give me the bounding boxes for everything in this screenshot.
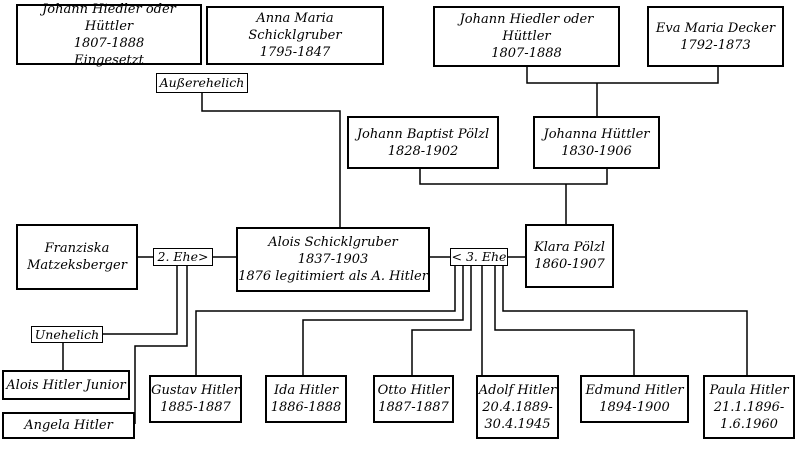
person-name: Klara Pölzl (534, 240, 605, 255)
person-name: Johanna Hüttler (543, 126, 650, 142)
line-marriage3-ida (302, 266, 464, 375)
person-adolf-hitler: Adolf Hitler 20.4.1889- 30.4.1945 (476, 375, 559, 439)
person-name: Anna Maria Schicklgruber (248, 11, 342, 43)
line-marriage3-paula (502, 266, 748, 375)
person-ida-hitler: Ida Hitler 1886-1888 (265, 375, 347, 423)
person-franziska-matzeksberger: Franziska Matzeksberger (16, 224, 138, 290)
person-birth: 20.4.1889- (482, 399, 553, 415)
person-dates: 1886-1888 (270, 400, 342, 415)
person-name: Angela Hitler (24, 418, 113, 433)
line-marriage3-edmund (494, 266, 635, 375)
person-name: Johann Hiedler oder Hüttler (459, 12, 594, 44)
person-dates: 1885-1887 (160, 400, 231, 415)
person-edmund-hitler: Edmund Hitler 1894-1900 (580, 375, 689, 423)
person-gustav-hitler: Gustav Hitler 1885-1887 (149, 375, 242, 423)
person-note: Eingesetzt (74, 52, 144, 68)
person-name: Alois Hitler Junior (6, 377, 126, 393)
line-hiedler-decker-couple (526, 67, 719, 84)
relation-zweite-ehe: 2. Ehe> (153, 248, 213, 266)
person-name: Otto Hitler (377, 383, 450, 398)
person-dates: 1807-1888 (491, 46, 562, 61)
person-name: Eva Maria Decker (655, 20, 776, 36)
person-johann-baptist-poelzl: Johann Baptist Pölzl 1828-1902 (347, 116, 499, 169)
person-alois-schicklgruber: Alois Schicklgruber 1837-1903 1876 legit… (236, 227, 430, 292)
relation-dritte-ehe: < 3. Ehe (450, 248, 508, 266)
line-marriage2-unehelich (103, 266, 178, 335)
person-dates: 1795-1847 (259, 45, 331, 60)
person-name: Adolf Hitler (478, 382, 557, 398)
line-marriage3-otto (411, 266, 472, 375)
person-death: 1.6.1960 (720, 416, 778, 432)
person-name: Alois Schicklgruber (268, 235, 398, 250)
person-dates: 1828-1902 (387, 143, 459, 159)
line-marriage3-gustav (195, 266, 456, 375)
person-johanna-huettler: Johanna Hüttler 1830-1906 (533, 116, 660, 169)
line-marriage2-angela (134, 266, 188, 424)
person-johann-hiedler-1: Johann Hiedler oder Hüttler 1807-1888 Ei… (16, 1, 202, 68)
person-birth: 21.1.1896- (713, 399, 785, 415)
person-johann-hiedler-2: Johann Hiedler oder Hüttler 1807-1888 (433, 6, 620, 67)
person-death: 30.4.1945 (484, 416, 551, 432)
person-alois-hitler-junior: Alois Hitler Junior (2, 370, 130, 400)
person-dates: 1807-1888 (73, 35, 145, 51)
person-dates: 1860-1907 (534, 257, 605, 272)
person-dates: 1887-1887 (378, 400, 449, 415)
person-name: Johann Hiedler oder Hüttler (42, 1, 176, 34)
person-dates: 1837-1903 (297, 252, 369, 267)
person-anna-maria-schicklgruber: Anna Maria Schicklgruber 1795-1847 (206, 6, 384, 65)
person-eva-maria-decker: Eva Maria Decker 1792-1873 (647, 6, 784, 67)
person-klara-poelzl: Klara Pölzl 1860-1907 (525, 224, 614, 288)
person-angela-hitler: Angela Hitler (2, 412, 135, 439)
person-note: 1876 legitimiert als A. Hitler (238, 269, 428, 284)
person-name: Paula Hitler (709, 382, 789, 398)
line-ausserehelich-alois (201, 84, 341, 227)
relation-ausserehelich: Außerehelich (156, 73, 248, 93)
person-name: Edmund Hitler (585, 383, 684, 398)
person-name: Ida Hitler (273, 383, 339, 398)
line-poelzl-huettler-couple (419, 169, 608, 185)
person-otto-hitler: Otto Hitler 1887-1887 (373, 375, 454, 423)
person-dates: 1894-1900 (599, 400, 670, 415)
person-dates: 1792-1873 (680, 37, 751, 53)
person-name: Gustav Hitler (151, 383, 240, 398)
relation-unehelich: Unehelich (31, 326, 103, 343)
person-name: Franziska (44, 241, 110, 256)
person-paula-hitler: Paula Hitler 21.1.1896- 1.6.1960 (703, 375, 795, 439)
person-name: Johann Baptist Pölzl (356, 126, 490, 142)
person-dates: 1830-1906 (561, 143, 632, 159)
person-name-line2: Matzeksberger (27, 258, 127, 273)
